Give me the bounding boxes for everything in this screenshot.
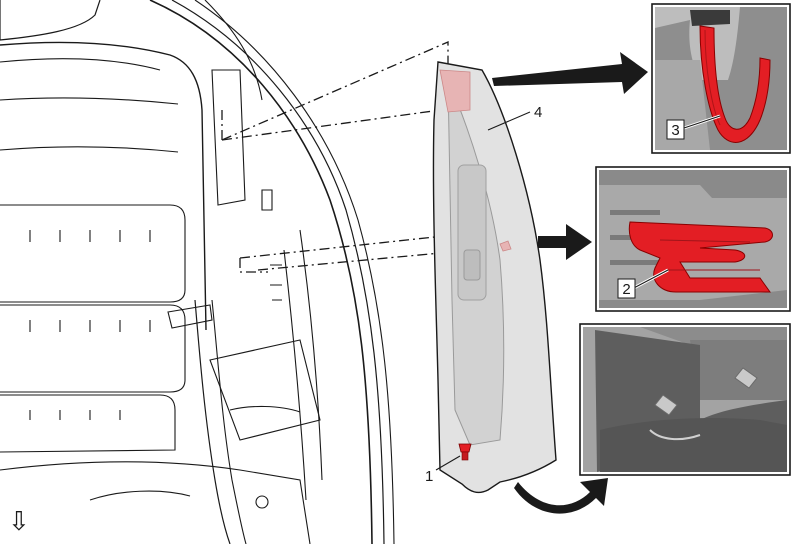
callout-2-label: 2 [622,281,630,298]
vehicle-interior [0,0,395,545]
callout-labels: 2 3 4 1 [425,104,685,485]
curved-arrow-icon [514,478,608,514]
screw-icon [458,443,472,461]
arrow-to-clip-3-icon [492,52,648,94]
clip-3-part [699,25,771,143]
clip-2-part [628,221,773,293]
down-arrow-icon: ⇩ [8,506,30,536]
clip-location-middle [499,240,512,252]
clip-location-upper [439,69,471,113]
callout-1-label: 1 [425,468,433,485]
trim-panel [432,61,557,494]
arrow-to-clip-2-icon [538,224,592,260]
direction-arrows [492,52,648,514]
callout-4-label: 4 [534,104,542,121]
callout-3-label: 3 [671,122,679,139]
inset-lower-tab [579,323,791,476]
